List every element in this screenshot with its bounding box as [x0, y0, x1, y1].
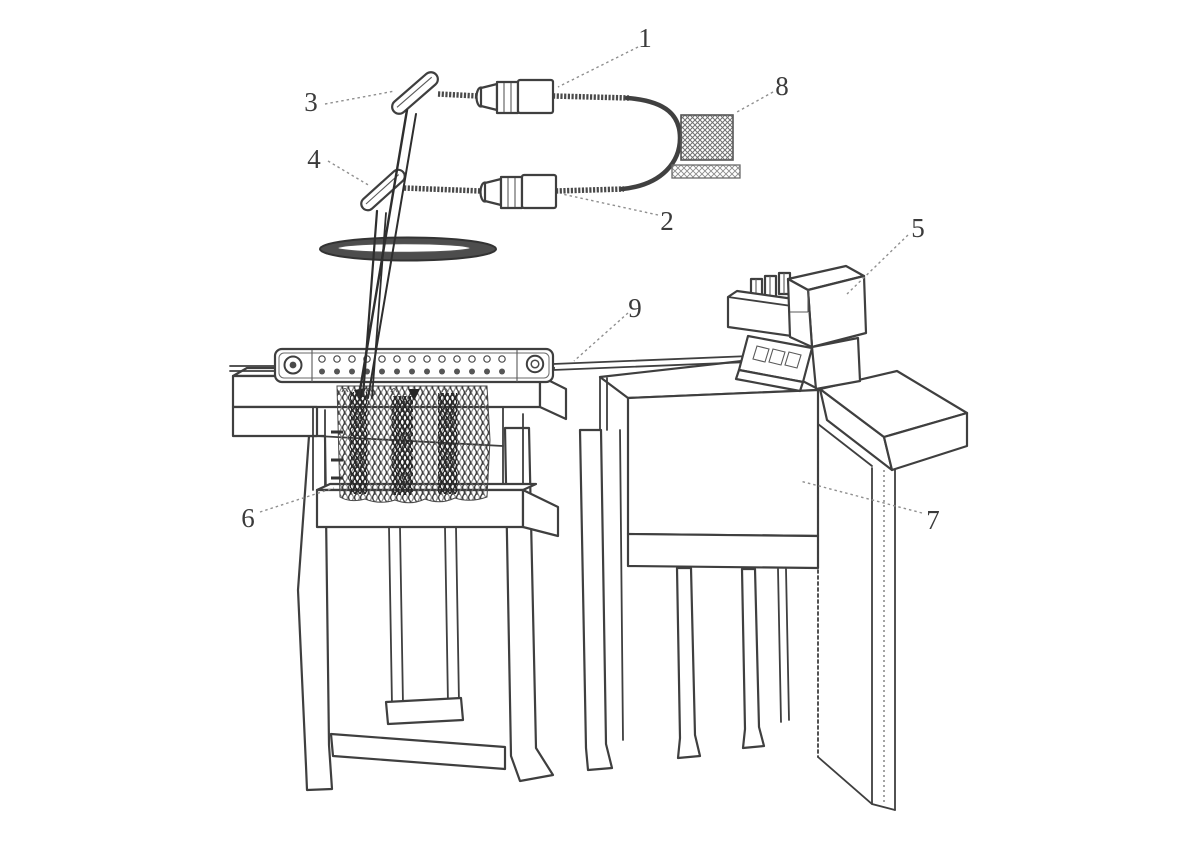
control-box-8 — [671, 114, 741, 179]
callout-labels: 1 2 3 4 5 6 7 8 9 — [241, 23, 940, 535]
bar-holes — [318, 355, 506, 375]
bench-left-front-right-leg — [503, 426, 555, 783]
callout-1: 1 — [638, 23, 652, 53]
leader-lines — [259, 46, 923, 514]
leader-5 — [846, 234, 909, 295]
callout-4: 4 — [307, 144, 321, 174]
mirror-3 — [391, 71, 439, 115]
callout-3: 3 — [304, 87, 318, 117]
leader-7 — [799, 480, 923, 514]
bench-right-slab-front — [882, 411, 969, 472]
slide-unit-block-left — [786, 277, 814, 349]
mirror-4 — [360, 168, 406, 212]
bench-left-shelf-end — [521, 488, 560, 538]
focus-ring — [319, 236, 497, 262]
slide-unit-5 — [726, 264, 868, 393]
perforated-bar — [273, 347, 555, 384]
emitter-2 — [479, 173, 558, 210]
callout-9: 9 — [628, 293, 642, 323]
leader-3 — [324, 90, 396, 105]
bench-left-top-beam-end — [538, 374, 568, 421]
bench-middle-lower-shelf — [626, 532, 820, 570]
leader-2 — [561, 193, 659, 216]
bench-middle-left-legs — [578, 428, 614, 772]
leader-1 — [557, 46, 639, 88]
bench-right-cabinet — [817, 369, 969, 811]
clamp-mark — [408, 389, 420, 401]
wire-clump — [392, 396, 413, 495]
callout-8: 8 — [775, 71, 789, 101]
wire-bundle — [331, 385, 491, 504]
slide-unit-base-lip — [734, 368, 805, 393]
fiber-rods — [403, 91, 630, 194]
wire-clump — [438, 393, 457, 494]
callout-2: 2 — [660, 206, 674, 236]
fiber-loop-cable — [619, 95, 683, 192]
emitter-1 — [475, 78, 555, 115]
bench-left-inner-frame — [384, 526, 465, 726]
bench-middle — [578, 357, 822, 772]
leader-8 — [736, 91, 774, 113]
bench-middle-front-panel — [626, 388, 820, 538]
wire-clump — [350, 392, 367, 494]
leader-4 — [327, 160, 371, 187]
perforated-bar-body — [273, 347, 555, 384]
bench-middle-leg-a — [675, 566, 702, 760]
callout-5: 5 — [911, 213, 925, 243]
callout-6: 6 — [241, 503, 255, 533]
leader-9 — [573, 312, 629, 362]
bench-left-lower-block — [231, 405, 319, 438]
wire-side-nubs — [331, 430, 343, 480]
slide-unit-lower-block — [810, 336, 862, 391]
guide-rail — [229, 355, 751, 372]
beam-lines — [357, 108, 417, 399]
bench-left-crossbar — [329, 732, 507, 771]
bar-end-screw-right — [525, 354, 545, 374]
bench-middle-leg-b — [740, 567, 766, 750]
leader-6 — [259, 487, 335, 513]
callout-7: 7 — [926, 505, 940, 535]
